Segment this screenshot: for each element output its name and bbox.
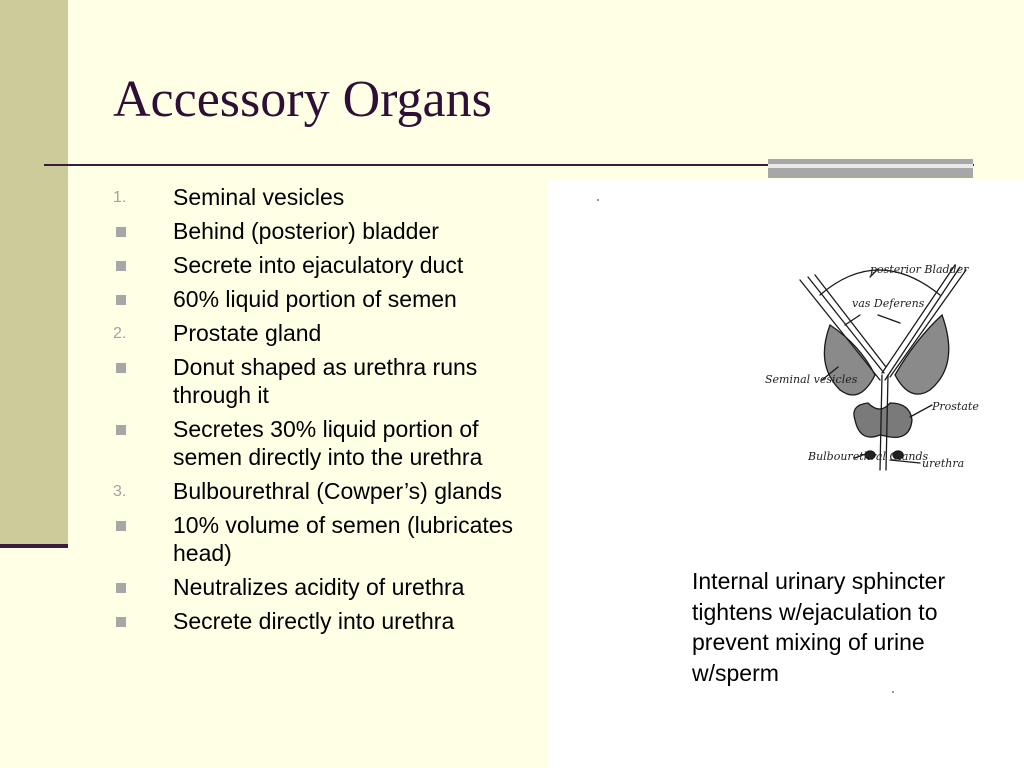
square-bullet-icon (116, 261, 126, 271)
numbered-item: 1. Seminal vesicles (113, 183, 543, 211)
title-divider (44, 164, 974, 166)
square-bullet-icon (116, 363, 126, 373)
list-number: 1. (113, 189, 127, 206)
bullet-item: Secrete into ejaculatory duct (113, 251, 543, 279)
label-pointer-seminal (821, 366, 839, 381)
label-prostate: Prostate (931, 400, 979, 413)
bullet-item: 10% volume of semen (lubricates head) (113, 511, 543, 567)
list-number: 3. (113, 483, 127, 500)
bullet-text: Secrete directly into urethra (173, 608, 455, 634)
square-bullet-icon (116, 521, 126, 531)
numbered-item: 2. Prostate gland (113, 319, 543, 347)
label-pointer-bulbo (854, 452, 869, 459)
label-vas: vas Deferens (852, 297, 925, 310)
left-accent-line (0, 544, 68, 548)
bullet-item: 60% liquid portion of semen (113, 285, 543, 313)
prostate-outline (853, 402, 913, 439)
bullet-text: Neutralizes acidity of urethra (173, 574, 465, 600)
numbered-item: 3. Bulbourethral (Cowper’s) glands (113, 477, 543, 505)
bullet-item: Donut shaped as urethra runs through it (113, 353, 543, 409)
seminal-vesicle-left (823, 324, 876, 396)
slide-title: Accessory Organs (113, 71, 492, 128)
urethra-line (879, 374, 889, 471)
bladder-outline (819, 269, 941, 296)
figure-panel (548, 179, 1024, 768)
anatomy-diagram: posterior Bladder vas Deferens Seminal v… (765, 263, 979, 471)
stray-dot (597, 199, 599, 201)
left-accent-bar (0, 0, 68, 548)
bullet-text: Bulbourethral (Cowper’s) glands (173, 478, 502, 504)
bullet-text: 60% liquid portion of semen (173, 286, 457, 312)
bullet-text: Behind (posterior) bladder (173, 218, 439, 244)
label-seminal: Seminal vesicles (765, 373, 858, 386)
bullet-item: Secrete directly into urethra (113, 607, 543, 635)
bullet-text: Secretes 30% liquid portion of semen dir… (173, 416, 483, 470)
label-bulbo: Bulbourethral Glands (807, 450, 929, 463)
bullet-item: Neutralizes acidity of urethra (113, 573, 543, 601)
square-bullet-icon (116, 583, 126, 593)
label-pointer-urethra (889, 459, 921, 464)
bullet-item: Behind (posterior) bladder (113, 217, 543, 245)
label-pointer-vas (844, 314, 901, 326)
bulbourethral-gland (864, 450, 904, 460)
divider-accent (768, 159, 973, 178)
bullet-text: Secrete into ejaculatory duct (173, 252, 464, 278)
square-bullet-icon (116, 617, 126, 627)
bullet-text: Seminal vesicles (173, 184, 345, 210)
bullet-text: Donut shaped as urethra runs through it (173, 354, 478, 408)
list-number: 2. (113, 325, 127, 342)
vas-deferens-right (881, 264, 967, 381)
bullet-item: Secretes 30% liquid portion of semen dir… (113, 415, 543, 471)
label-bladder: posterior Bladder (870, 263, 969, 276)
square-bullet-icon (116, 227, 126, 237)
label-pointer-bladder (869, 268, 879, 278)
square-bullet-icon (116, 425, 126, 435)
bullet-text: 10% volume of semen (lubricates head) (173, 512, 514, 566)
square-bullet-icon (116, 295, 126, 305)
bullet-text: Prostate gland (173, 320, 322, 346)
label-urethra: urethra (922, 457, 964, 470)
figure-caption: Internal urinary sphincter tightens w/ej… (692, 568, 946, 686)
seminal-vesicle-right (894, 313, 950, 395)
label-pointer-prostate (909, 404, 933, 418)
stray-dot (892, 691, 894, 693)
